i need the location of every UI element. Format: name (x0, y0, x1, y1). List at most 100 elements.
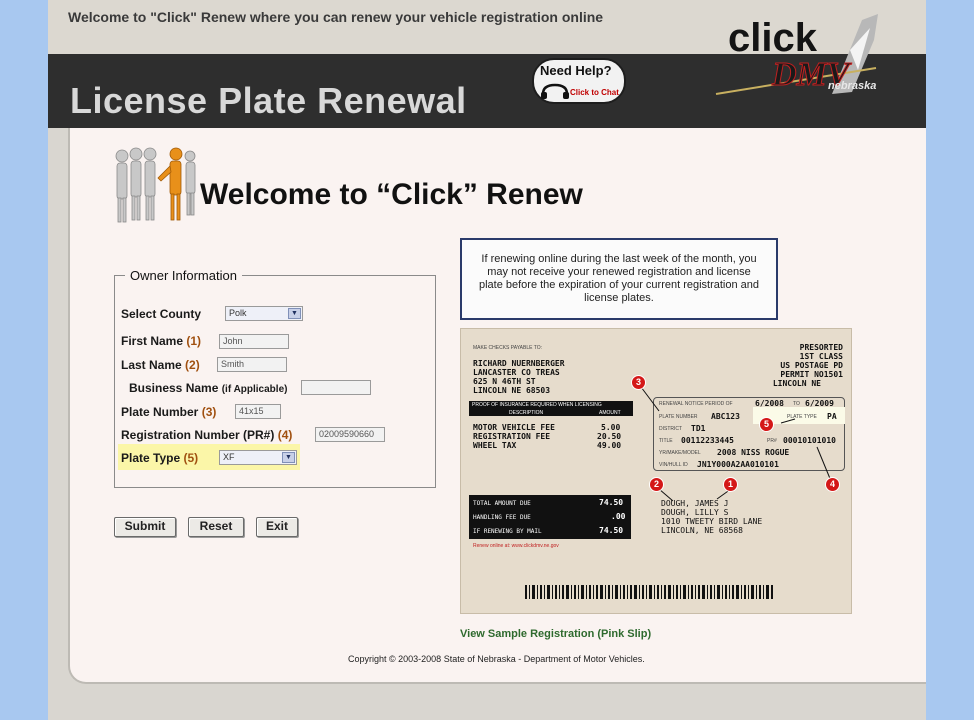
business-name-label: Business Name (129, 381, 219, 395)
plate-number-field-label: PLATE NUMBER (659, 414, 698, 420)
plate-type-select[interactable]: XF ▼ (219, 450, 297, 465)
total-label: TOTAL AMOUNT DUE (473, 500, 531, 507)
logo-click-text: click (728, 16, 817, 60)
plate-number-label: Plate Number (121, 405, 199, 419)
vin-label: VIN/HULL ID (659, 462, 688, 468)
postage-line: PERMIT NO1501 (780, 370, 843, 379)
district-label: DISTRICT (659, 426, 683, 432)
title-label: TITLE (659, 438, 673, 444)
notice-period-from: 6/2008 (755, 399, 784, 408)
insurance-header-bar: PROOF OF INSURANCE REQUIRED WHEN LICENSI… (469, 401, 633, 409)
business-name-label-row: Business Name (if Applicable) (129, 381, 287, 395)
plate-type-label: Plate Type (121, 451, 181, 465)
mail-amount: 74.50 (599, 526, 624, 535)
plate-type-number: (5) (183, 451, 199, 465)
fee-amount: 49.00 (597, 441, 622, 450)
owner-line: 1010 TWEETY BIRD LANE (661, 517, 763, 526)
renewal-notice-box: If renewing online during the last week … (460, 238, 778, 320)
callout-marker-5: 5 (759, 417, 774, 432)
owner-information-fieldset: Owner Information Select County Polk ▼ F… (114, 268, 436, 488)
logo-dmv-text: DMV (771, 56, 850, 94)
postage-line: LINCOLN NE (772, 379, 821, 388)
plate-number-label-row: Plate Number (3) (121, 405, 216, 419)
registration-number-label-row: Registration Number (PR#) (4) (121, 428, 292, 442)
plate-number-number: (3) (201, 405, 217, 419)
notice-period-label: RENEWAL NOTICE PERIOD OF (659, 401, 733, 407)
chevron-down-icon: ▼ (288, 308, 301, 319)
exit-button[interactable]: Exit (256, 517, 298, 537)
total-amount: 74.50 (599, 498, 624, 507)
district-value: TD1 (691, 424, 706, 433)
business-name-note: (if Applicable) (221, 384, 288, 395)
pr-label: PR# (767, 438, 777, 444)
vehicle-value: 2008 NISS ROGUE (717, 448, 790, 457)
county-label: Select County (121, 307, 202, 321)
fee-description: REGISTRATION FEE (473, 432, 551, 441)
county-select[interactable]: Polk ▼ (225, 306, 303, 321)
payee-line: LANCASTER CO TREAS (473, 368, 560, 377)
reset-button[interactable]: Reset (188, 517, 244, 537)
first-name-input[interactable]: John (219, 334, 289, 349)
registration-number-input[interactable]: 02009590660 (315, 427, 385, 442)
page-title: License Plate Renewal (70, 80, 467, 121)
insurance-header-text: PROOF OF INSURANCE REQUIRED WHEN LICENSI… (472, 402, 602, 408)
callout-marker-4: 4 (825, 477, 840, 492)
copyright-text: Copyright © 2003-2008 State of Nebraska … (348, 654, 645, 664)
people-group-icon (115, 147, 196, 223)
content-area: Welcome to “Click” Renew Owner Informati… (68, 128, 926, 684)
chevron-down-icon: ▼ (282, 452, 295, 463)
postage-line: US POSTAGE PD (780, 361, 843, 370)
first-name-label: First Name (121, 334, 184, 348)
vin-value: JN1Y000A2AA010101 (697, 460, 779, 469)
fee-amount: 20.50 (597, 432, 622, 441)
postage-line: PRESORTED (799, 343, 843, 352)
need-help-chat-button[interactable]: Need Help? Click to Chat (532, 58, 626, 104)
plate-number-input[interactable]: 41x15 (235, 404, 281, 419)
submit-button[interactable]: Submit (114, 517, 176, 537)
first-name-label-row: First Name (1) (121, 334, 201, 348)
owner-line: DOUGH, LILLY S (661, 508, 729, 517)
description-column-header: DESCRIPTION (509, 410, 544, 416)
page: Welcome to "Click" Renew where you can r… (48, 0, 926, 720)
logo-state-text: nebraska (828, 80, 877, 92)
totals-box: TOTAL AMOUNT DUE 74.50 HANDLING FEE DUE … (469, 495, 631, 539)
handling-amount: .00 (611, 512, 626, 521)
last-name-label: Last Name (121, 358, 182, 372)
registration-number-label: Registration Number (PR#) (121, 428, 275, 442)
payee-line: 625 N 46TH ST (473, 377, 536, 386)
sample-registration-image: MAKE CHECKS PAYABLE TO: RICHARD NUERNBER… (460, 328, 852, 614)
plate-type-selected-value: XF (223, 452, 235, 462)
click-dmv-logo: click DMV nebraska (712, 10, 884, 110)
logo-swoosh-icon (715, 14, 878, 95)
top-welcome-text: Welcome to "Click" Renew where you can r… (68, 9, 604, 25)
plate-number-value: ABC123 (711, 412, 740, 421)
fee-description: WHEEL TAX (473, 441, 517, 450)
notice-period-to-label: TO (793, 401, 800, 407)
need-help-label: Need Help? (540, 63, 612, 78)
payee-line: LINCOLN NE 68503 (473, 386, 551, 395)
last-name-input[interactable]: Smith (217, 357, 287, 372)
pr-value: 00010101010 (783, 436, 836, 445)
plate-type-field-label: PLATE TYPE (787, 414, 817, 420)
callout-marker-2: 2 (649, 477, 664, 492)
fee-description: MOTOR VEHICLE FEE (473, 423, 555, 432)
owner-line: DOUGH, JAMES J (661, 499, 729, 508)
make-checks-text: MAKE CHECKS PAYABLE TO: (473, 345, 543, 351)
last-name-number: (2) (185, 358, 200, 372)
plate-type-label-row: Plate Type (5) (121, 451, 198, 465)
amount-column-header: AMOUNT (599, 410, 621, 416)
headset-icon (541, 83, 569, 99)
last-name-label-row: Last Name (2) (121, 358, 200, 372)
first-name-number: (1) (186, 334, 202, 348)
top-bar: Welcome to "Click" Renew where you can r… (48, 0, 926, 54)
callout-marker-3: 3 (631, 375, 646, 390)
renew-online-text: Renew online at: www.clickdmv.ne.gov (473, 543, 559, 549)
vehicle-label: YR/MAKE/MODEL (659, 450, 701, 456)
fee-column-header-bar: DESCRIPTION AMOUNT (469, 409, 633, 416)
click-to-chat-label: Click to Chat (570, 88, 619, 97)
business-name-input[interactable] (301, 380, 371, 395)
notice-period-to: 6/2009 (805, 399, 834, 408)
welcome-heading: Welcome to “Click” Renew (200, 178, 583, 211)
owner-line: LINCOLN, NE 68568 (661, 526, 743, 535)
view-sample-registration-link[interactable]: View Sample Registration (Pink Slip) (460, 628, 652, 640)
